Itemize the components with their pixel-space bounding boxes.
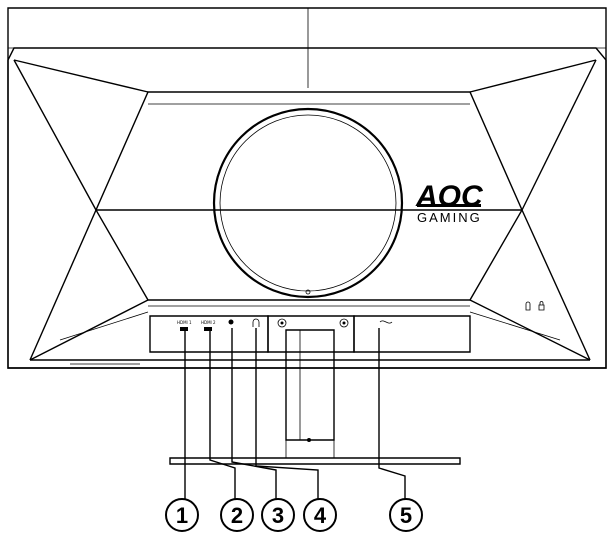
callout-4: 4 [303, 498, 337, 532]
hdmi2-port-icon [204, 327, 212, 331]
stand-mount [267, 315, 355, 353]
headphone-icon [252, 318, 260, 327]
lock-icon [538, 301, 545, 311]
logo-text: AOC [415, 180, 484, 213]
stand [169, 329, 461, 465]
kensington-lock-icon [525, 301, 531, 311]
lock-icons [525, 301, 545, 311]
io-panel-right [353, 315, 471, 353]
monitor-shell [7, 7, 607, 369]
callout-leaders [184, 328, 406, 500]
port-label-hdmi2: HDMI 2 [201, 320, 216, 325]
port-label-hdmi1: HDMI 1 [177, 320, 192, 325]
power-port-icon [379, 320, 393, 324]
io-panel: HDMI 1 HDMI 2 [149, 315, 471, 353]
vesa-ring [212, 107, 404, 299]
callout-2: 2 [220, 498, 254, 532]
callout-label: 4 [314, 503, 327, 528]
back-panel-facets [13, 59, 597, 365]
callout-label: 1 [176, 503, 188, 528]
brand-logo: AOC GAMING [415, 180, 484, 225]
callout-label: 2 [231, 503, 243, 528]
callout-label: 3 [272, 503, 284, 528]
callout-label: 5 [400, 503, 412, 528]
stand-base [169, 457, 461, 465]
audio-out-icon [228, 319, 234, 325]
callout-1: 1 [165, 498, 199, 532]
callout-3: 3 [261, 498, 295, 532]
callout-5: 5 [389, 498, 423, 532]
hdmi1-port-icon [180, 327, 188, 331]
logo-tagline: GAMING [417, 210, 482, 225]
stand-neck [285, 329, 335, 441]
